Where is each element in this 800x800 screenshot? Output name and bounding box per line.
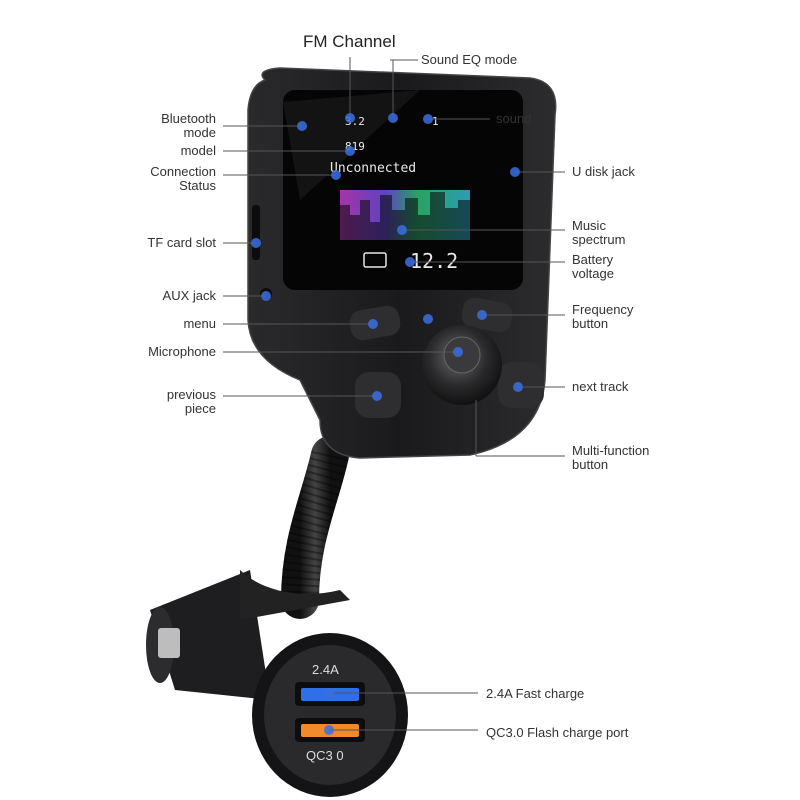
callout-lines	[223, 57, 565, 731]
label-menu: menu	[183, 316, 216, 331]
label-fast-charge: 2.4A Fast charge	[486, 686, 585, 701]
label-frequency-button: Frequency button	[572, 302, 634, 331]
dot-microphone-hole	[423, 314, 433, 324]
label-battery-voltage: Battery voltage	[572, 252, 614, 281]
label-fm-channel: FM Channel	[303, 32, 396, 51]
label-tf-card-slot: TF card slot	[147, 235, 216, 250]
port-bottom-label: QC3 0	[306, 748, 344, 763]
label-music-spectrum: Music spectrum	[572, 218, 626, 247]
dot-next	[513, 382, 523, 392]
label-model: model	[180, 143, 216, 158]
transmitter-body: 3.2 1 819 Unconnected 12.2	[247, 67, 557, 459]
dot-previous	[372, 391, 382, 401]
label-sound-eq-mode: Sound EQ mode	[421, 52, 518, 67]
battery-icon	[363, 252, 387, 268]
tf-card-slot[interactable]	[252, 205, 260, 260]
label-aux-jack: AUX jack	[162, 288, 216, 303]
label-microphone: Microphone	[148, 344, 216, 359]
label-previous-piece: previous piece	[166, 387, 216, 416]
callout-dots	[251, 113, 523, 735]
dot-voltage	[405, 257, 415, 267]
label-bluetooth-mode: Bluetooth mode	[161, 111, 216, 140]
dot-fm-channel	[345, 113, 355, 123]
dot-frequency	[477, 310, 487, 320]
dot-spectrum	[397, 225, 407, 235]
car-charger-plug: 2.4A QC3 0	[146, 570, 408, 797]
screen-volume: 1	[432, 115, 439, 128]
dot-fast-charge	[324, 688, 334, 698]
label-qc-port: QC3.0 Flash charge port	[486, 725, 629, 740]
label-sound: sound	[496, 111, 532, 126]
label-connection-status: Connection Status	[150, 164, 216, 193]
port-top-label: 2.4A	[312, 662, 339, 677]
dot-model	[345, 146, 355, 156]
label-next-track: next track	[572, 379, 629, 394]
dot-bluetooth	[297, 121, 307, 131]
dot-microphone	[453, 347, 463, 357]
dot-tf-card	[251, 238, 261, 248]
screen-status: Unconnected	[330, 161, 416, 176]
dot-sound-eq	[388, 113, 398, 123]
dot-sound	[423, 114, 433, 124]
dot-connection	[331, 170, 341, 180]
label-multi-function-button: Multi-function button	[572, 443, 650, 472]
dot-qc-port	[324, 725, 334, 735]
gooseneck	[281, 436, 349, 619]
dot-menu	[368, 319, 378, 329]
dot-aux	[261, 291, 271, 301]
dot-u-disk	[510, 167, 520, 177]
label-u-disk-jack: U disk jack	[572, 164, 635, 179]
screen-voltage: 12.2	[410, 249, 458, 273]
